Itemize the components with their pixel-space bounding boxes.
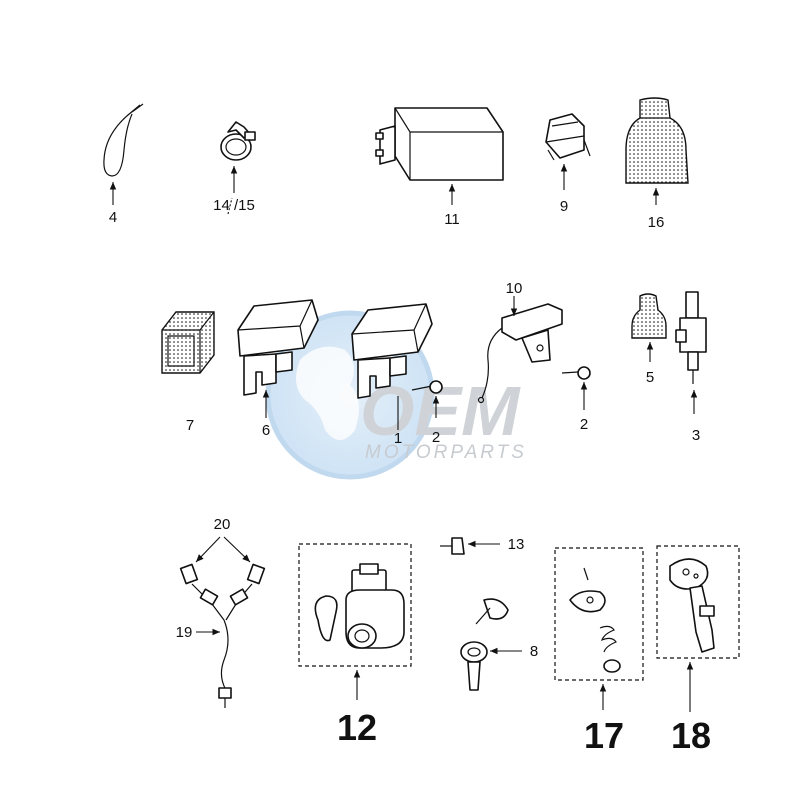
part-19-20-wiring[interactable]: 20 19 <box>176 516 266 708</box>
part-7-fuse-cover[interactable]: 7 <box>161 311 215 434</box>
label-13: 13 <box>508 536 525 553</box>
label-14-15: 14 /15 <box>213 197 255 214</box>
label-10: 10 <box>506 280 523 297</box>
label-7: 7 <box>186 417 194 434</box>
part-6-fuse-holder[interactable]: 6 <box>237 299 319 439</box>
label-1: 1 <box>394 430 402 447</box>
part-9-connector[interactable]: 9 <box>545 113 591 215</box>
label-5: 5 <box>646 369 654 386</box>
label-8: 8 <box>530 643 538 660</box>
part-5-small-boot[interactable]: 5 <box>631 293 667 386</box>
part-17-box <box>554 547 644 681</box>
label-3: 3 <box>692 427 700 444</box>
label-18: 18 <box>671 715 711 756</box>
label-19: 19 <box>176 624 193 641</box>
label-17: 17 <box>584 715 624 756</box>
part-17-lock-components[interactable]: 17 <box>554 547 644 756</box>
watermark-text: MOTORPARTS <box>365 442 527 463</box>
watermark-continents <box>296 339 395 440</box>
part-16-rubber-boot[interactable]: 16 <box>625 97 689 231</box>
part-10-sensor[interactable]: 10 <box>477 280 563 404</box>
part-18-key-blank[interactable]: 18 <box>656 545 740 756</box>
label-12: 12 <box>337 707 377 748</box>
part-3-switch[interactable]: 3 <box>675 291 707 444</box>
part-2-screw-left[interactable]: 2 <box>411 380 443 446</box>
label-9: 9 <box>560 198 568 215</box>
part-14-15-clamp[interactable]: 14 /15 <box>213 121 256 215</box>
part-11-relay-box[interactable]: 11 <box>375 107 504 228</box>
part-12-box <box>298 543 412 667</box>
label-6: 6 <box>262 422 270 439</box>
part-12-lock-set[interactable]: 12 <box>298 543 412 748</box>
label-11: 11 <box>444 211 460 228</box>
part-8-key[interactable]: 8 <box>460 598 538 691</box>
label-2-left: 2 <box>432 429 440 446</box>
part-1-fuse-holder[interactable]: 1 <box>351 303 433 447</box>
label-20: 20 <box>214 516 231 533</box>
part-13-bolt[interactable]: 13 <box>440 536 525 555</box>
part-18-box <box>656 545 740 659</box>
label-2-right: 2 <box>580 416 588 433</box>
label-16: 16 <box>648 214 665 231</box>
label-4: 4 <box>109 209 117 226</box>
part-2-screw-right[interactable]: 2 <box>561 366 591 433</box>
part-4-cable-tie[interactable]: 4 <box>103 103 144 226</box>
